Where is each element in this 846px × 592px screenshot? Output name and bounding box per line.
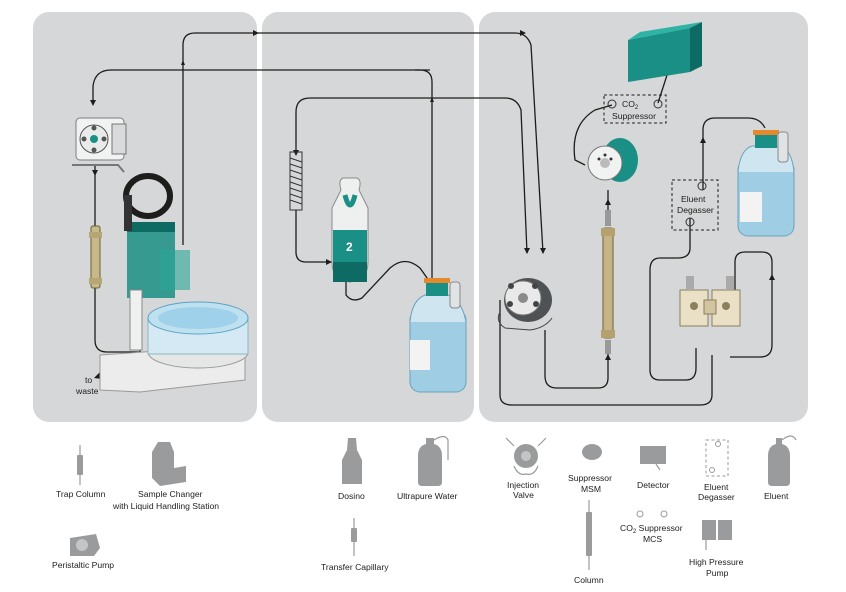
legend-injection-valve: Injection Valve	[505, 437, 547, 500]
legend-co2-label-line2: MCS	[643, 534, 662, 544]
legend-ultrapure-water: Ultrapure Water	[397, 435, 457, 501]
legend-suppressor-msm-label-2: MSM	[581, 484, 601, 494]
svg-text:CO2: CO2	[622, 99, 639, 111]
legend-column-label: Column	[574, 575, 604, 585]
legend-sample-changer-label-2: with Liquid Handling Station	[112, 501, 219, 511]
legend-column: Column	[574, 500, 604, 585]
legend-eluent-degasser-label-2: Degasser	[698, 492, 735, 502]
to-waste-label-line1: to	[85, 375, 92, 385]
legend-eluent: Eluent	[764, 435, 797, 501]
legend-co2-label-rest: Suppressor	[636, 523, 682, 533]
eluent-degasser: Eluent Degasser	[671, 179, 719, 231]
legend-co2-label-co: CO	[620, 523, 633, 533]
dosino-number: 2	[346, 240, 353, 254]
high-pressure-pump	[679, 276, 741, 327]
legend-co2-label-sub: 2	[633, 529, 637, 535]
legend-ultrapure-water-label: Ultrapure Water	[397, 491, 457, 501]
co2-suppressor-label-co: CO	[622, 99, 635, 109]
ultrapure-water-bottle	[409, 278, 467, 393]
co2-suppressor: CO2 Suppressor	[603, 94, 667, 124]
trap-column	[89, 225, 102, 289]
peristaltic-pump	[72, 117, 127, 173]
legend-suppressor-msm: Suppressor MSM	[568, 444, 612, 494]
legend-high-pressure-pump: High Pressure Pump	[689, 520, 744, 578]
legend-peristaltic-pump-label: Peristaltic Pump	[52, 560, 114, 570]
legend-dosino: Dosino	[338, 438, 365, 501]
to-waste-label-line2: waste	[75, 386, 99, 396]
legend-eluent-degasser: Eluent Degasser	[698, 439, 735, 502]
legend-peristaltic-pump: Peristaltic Pump	[52, 534, 114, 570]
legend-eluent-label: Eluent	[764, 491, 789, 501]
legend-hp-pump-label-2: Pump	[706, 568, 729, 578]
legend-trap-column: Trap Column	[56, 445, 106, 499]
detector	[628, 22, 702, 82]
legend-transfer-capillary-label: Transfer Capillary	[321, 562, 389, 572]
legend-detector: Detector	[637, 446, 670, 490]
legend-injection-valve-label-1: Injection	[507, 480, 539, 490]
legend-sample-changer-label-1: Sample Changer	[138, 489, 203, 499]
legend-hp-pump-label-1: High Pressure	[689, 557, 744, 567]
legend-suppressor-msm-label-1: Suppressor	[568, 473, 612, 483]
svg-text:CO2 Suppressor: CO2 Suppressor	[620, 523, 683, 535]
co2-suppressor-label-sub: 2	[635, 105, 639, 111]
eluent-degasser-label-line1: Eluent	[681, 194, 706, 204]
legend: Trap Column Sample Changer with Liquid H…	[52, 435, 797, 585]
co2-suppressor-label-line2: Suppressor	[612, 111, 656, 121]
legend-detector-label: Detector	[637, 480, 670, 490]
injection-valve	[497, 278, 553, 331]
dosino: 2	[331, 177, 369, 283]
legend-co2-suppressor-mcs: CO2 Suppressor MCS	[620, 510, 683, 544]
separation-column	[601, 210, 615, 354]
legend-trap-column-label: Trap Column	[56, 489, 106, 499]
sample-changer	[99, 173, 249, 393]
eluent-bottle	[737, 130, 795, 237]
dosino-coil	[289, 151, 303, 211]
suppressor-msm	[587, 138, 638, 182]
legend-injection-valve-label-2: Valve	[513, 490, 534, 500]
eluent-degasser-label-line2: Degasser	[677, 205, 714, 215]
legend-dosino-label: Dosino	[338, 491, 365, 501]
legend-sample-changer: Sample Changer with Liquid Handling Stat…	[112, 442, 219, 511]
legend-transfer-capillary: Transfer Capillary	[321, 518, 389, 572]
legend-eluent-degasser-label-1: Eluent	[704, 482, 729, 492]
